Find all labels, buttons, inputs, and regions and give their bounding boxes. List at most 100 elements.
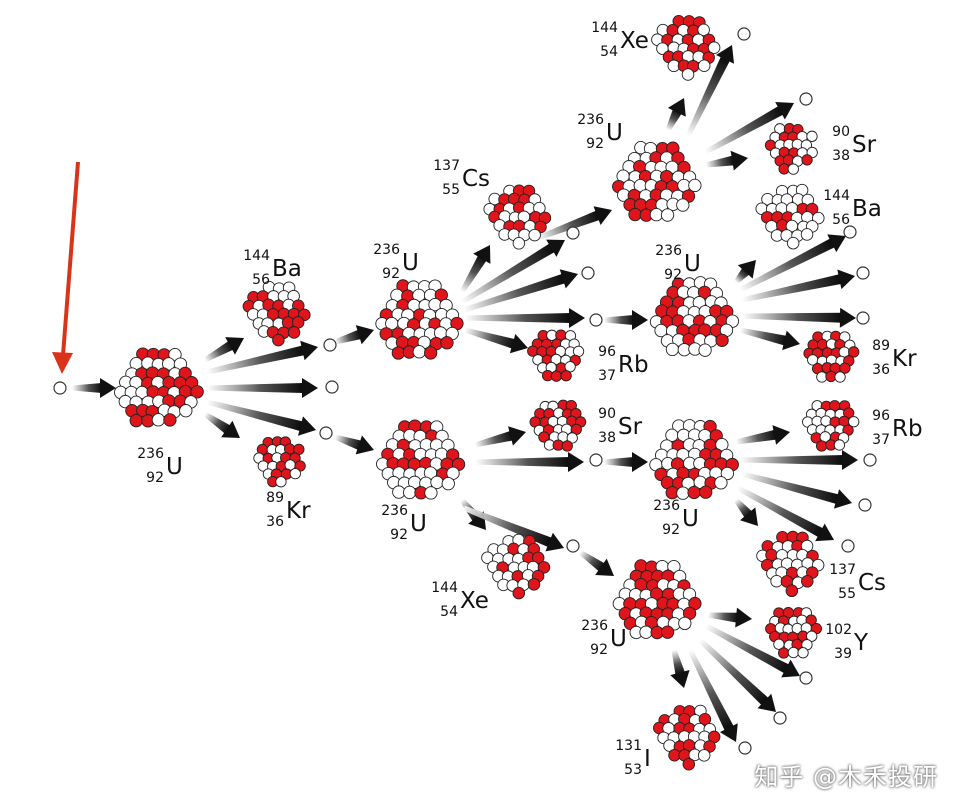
mass-number: 236: [381, 503, 408, 519]
free-neutron: [841, 539, 855, 553]
neutrons-layer: [53, 27, 877, 755]
element-symbol: Y: [853, 630, 869, 656]
atomic-number: 53: [624, 762, 642, 778]
free-neutron: [323, 338, 337, 352]
free-neutron: [856, 311, 870, 325]
nucleus-rb-96: [802, 400, 860, 452]
element-symbol: U: [410, 511, 427, 537]
atomic-number: 92: [390, 527, 408, 543]
neutron-arrow: [704, 102, 794, 155]
element-symbol: Sr: [618, 414, 643, 440]
mass-number: 236: [577, 112, 604, 128]
neutron-arrow: [704, 623, 800, 678]
mass-number: 137: [829, 562, 856, 578]
neutron-arrow: [206, 399, 316, 436]
atomic-number: 56: [832, 212, 850, 228]
atomic-number: 92: [382, 266, 400, 282]
mass-number: 96: [598, 344, 616, 360]
neutron-arrow: [741, 307, 856, 328]
free-neutron: [799, 92, 813, 106]
trigger-arrow-head: [52, 352, 73, 374]
neutron-arrow: [734, 498, 759, 527]
element-symbol: U: [402, 250, 419, 276]
element-symbol: Sr: [852, 132, 877, 158]
neutron-arrow: [474, 426, 527, 448]
neutron-arrow: [665, 97, 686, 132]
nucleus-u-236: [612, 559, 702, 640]
neutron-arrow: [705, 150, 749, 171]
neutron-arrow: [734, 259, 757, 284]
element-symbol: U: [166, 454, 183, 480]
nucleus-sr-90: [529, 399, 587, 452]
atomic-number: 37: [872, 432, 890, 448]
atomic-number: 36: [872, 362, 890, 378]
nucleus-u-236: [649, 419, 739, 500]
free-neutron: [863, 453, 877, 467]
free-neutron: [773, 711, 787, 725]
nucleus-u-236: [612, 141, 702, 222]
mass-number: 89: [872, 338, 890, 354]
nucleus-sr-90: [764, 123, 818, 175]
atomic-number: 54: [440, 604, 458, 620]
free-neutron: [589, 453, 603, 467]
nucleus-ba-144: [755, 183, 825, 250]
element-symbol: Rb: [892, 416, 923, 442]
free-neutron: [325, 380, 339, 394]
trigger-arrow: [61, 161, 80, 356]
neutron-arrow: [334, 325, 375, 345]
neutron-arrow: [740, 450, 858, 470]
atomic-number: 39: [834, 646, 852, 662]
nucleus-cs-137: [483, 184, 552, 250]
atomic-number: 37: [598, 368, 616, 384]
free-neutron: [53, 381, 67, 395]
element-symbol: U: [610, 626, 627, 652]
element-symbol: Xe: [620, 28, 649, 54]
neutron-arrow: [460, 239, 565, 305]
neutron-arrow: [334, 434, 374, 455]
neutron-arrow: [707, 607, 752, 628]
neutron-arrow: [604, 310, 648, 330]
element-symbol: Ba: [852, 196, 882, 222]
nucleus-u-236: [113, 347, 204, 428]
atomic-number: 36: [266, 514, 284, 530]
nucleus-y-102: [765, 606, 822, 659]
free-neutron: [799, 671, 813, 685]
neutron-arrow: [72, 378, 116, 398]
free-neutron: [566, 539, 580, 553]
element-symbol: Kr: [892, 346, 917, 372]
element-symbol: Rb: [618, 352, 649, 378]
element-symbol: U: [684, 251, 701, 277]
nucleus-rb-96: [527, 329, 585, 382]
neutron-arrow: [670, 649, 690, 689]
mass-number: 236: [581, 618, 608, 634]
mass-number: 144: [431, 580, 458, 596]
atomic-number: 92: [664, 267, 682, 283]
neutron-arrow: [207, 378, 318, 398]
element-symbol: Kr: [286, 498, 311, 524]
neutron-arrow: [736, 485, 834, 542]
mass-number: 236: [137, 446, 164, 462]
free-neutron: [856, 266, 870, 280]
mass-number: 89: [266, 490, 284, 506]
neutron-arrow: [739, 327, 800, 351]
atomic-number: 92: [590, 642, 608, 658]
free-neutron: [843, 225, 857, 239]
element-symbol: Ba: [272, 256, 302, 282]
atomic-number: 54: [600, 44, 618, 60]
neutron-arrow: [206, 340, 318, 375]
neutron-arrow: [604, 452, 648, 472]
atomic-number: 56: [252, 272, 270, 288]
atomic-number: 38: [832, 148, 850, 164]
